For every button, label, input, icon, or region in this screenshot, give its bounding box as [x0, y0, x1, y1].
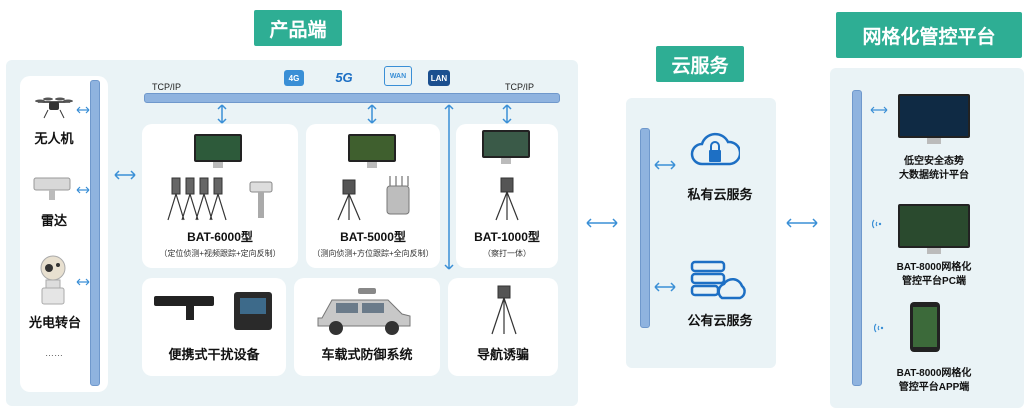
- platform-item2-line1: BAT-8000网格化: [896, 262, 972, 273]
- sensor-link-arrow: [76, 106, 90, 114]
- section-title-cloud: 云服务: [656, 46, 744, 82]
- vehicle-card: [294, 278, 440, 376]
- platform-link-arrow: [870, 106, 888, 114]
- cloud-link-arrow: [654, 282, 676, 292]
- public-cloud-server-icon: [690, 260, 746, 300]
- radar-icon: [33, 177, 71, 200]
- platform-item2-line2: 管控平台PC端: [902, 276, 966, 287]
- portable-jammer-icon: [154, 296, 214, 320]
- wifi-icon: [874, 323, 884, 333]
- sensor-bus-bar: [90, 80, 100, 386]
- section-title-platform: 网格化管控平台: [836, 12, 1022, 58]
- bus-to-bat1000-arrow: [502, 104, 512, 124]
- sensor-to-product-arrow: [114, 170, 136, 180]
- bat1000-title: BAT-1000型: [474, 230, 540, 244]
- tripod-icon: [491, 285, 517, 335]
- dashboard-monitor-icon: [898, 94, 970, 144]
- vehicle-icon: [317, 288, 411, 335]
- monitor-icon: [194, 134, 242, 168]
- tcp-ip-right: TCP/IP: [505, 82, 535, 92]
- cloud-to-platform-arrow: [786, 218, 818, 228]
- bat5000-title: BAT-5000型: [340, 230, 406, 244]
- bat5000-desc: （测向侦测+方位跟踪+全向反制）: [312, 249, 434, 258]
- sensor-link-arrow: [76, 186, 90, 194]
- badge-lan: LAN: [428, 70, 450, 86]
- sensor-link-arrow: [76, 278, 90, 286]
- platform-item3-line2: 管控平台APP端: [898, 382, 970, 393]
- sensor-label-more: ……: [45, 348, 63, 358]
- bus-to-lower-row-arrow: [444, 104, 454, 270]
- camera-icon: [249, 181, 273, 218]
- badge-5g: 5G: [335, 69, 353, 85]
- tripod-icon: [495, 177, 519, 221]
- tripod-array-icon: [167, 177, 227, 221]
- navigation-title: 导航诱骗: [476, 347, 529, 362]
- vehicle-title: 车载式防御系统: [321, 347, 413, 362]
- public-cloud-label: 公有云服务: [687, 313, 753, 328]
- cloud-link-arrow: [654, 160, 676, 170]
- wifi-icon: [872, 219, 882, 229]
- cloud-bus-bar: [640, 128, 650, 328]
- monitor-icon: [348, 134, 396, 168]
- tripod-icon: [337, 179, 361, 221]
- tcp-ip-left: TCP/IP: [152, 82, 182, 92]
- platform-bus-bar: [852, 90, 862, 386]
- platform-item1-line1: 低空安全态势: [904, 156, 964, 167]
- platform-item3-line1: BAT-8000网格化: [896, 368, 972, 379]
- camera-turret-icon: [40, 255, 66, 305]
- monitor-icon: [482, 130, 530, 164]
- badge-4g: 4G: [284, 70, 304, 86]
- sensor-label-turret: 光电转台: [28, 315, 81, 330]
- bus-to-bat6000-arrow: [217, 104, 227, 124]
- jammer-case-icon: [234, 292, 272, 330]
- bat6000-title: BAT-6000型: [187, 230, 253, 244]
- section-title-product: 产品端: [254, 10, 342, 46]
- product-to-cloud-arrow: [586, 218, 618, 228]
- bat1000-desc: （察打一体）: [483, 249, 531, 258]
- private-cloud-lock-icon: [690, 132, 740, 166]
- sensor-label-drone: 无人机: [34, 131, 74, 146]
- bat6000-desc: （定位侦测+视频跟踪+定向反制）: [159, 249, 281, 258]
- jammer-icon: [386, 176, 410, 215]
- portable-jammer-title: 便携式干扰设备: [168, 347, 260, 362]
- sensor-label-radar: 雷达: [40, 213, 67, 228]
- network-bus-bar: [144, 93, 560, 103]
- private-cloud-label: 私有云服务: [687, 187, 753, 202]
- pc-monitor-icon: [898, 204, 970, 254]
- phone-icon: [910, 302, 940, 352]
- bus-to-bat5000-arrow: [367, 104, 377, 124]
- drone-icon: [35, 97, 73, 119]
- badge-wan: WAN: [384, 66, 412, 86]
- platform-item1-line2: 大数据统计平台: [899, 170, 969, 181]
